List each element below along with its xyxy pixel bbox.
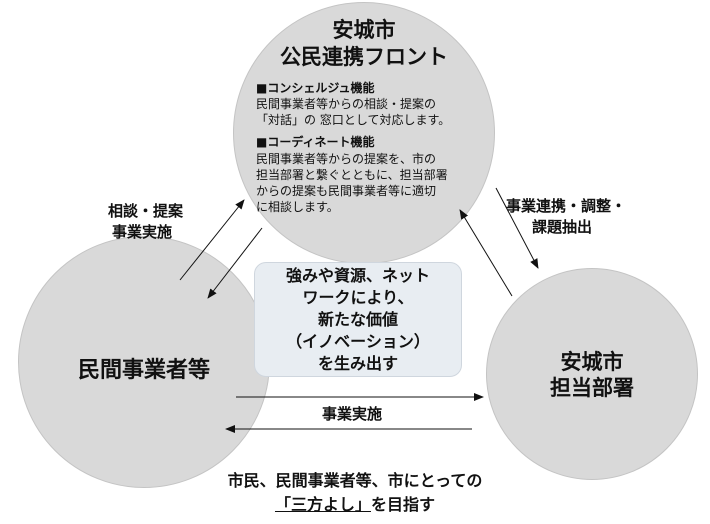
arrow-right-down: [495, 187, 539, 269]
goal-line1: 市民、民間事業者等、市にとっての: [227, 471, 483, 490]
goal-line2: 「三方よし」を目指す: [0, 491, 710, 515]
front-circle: [233, 2, 495, 264]
innovation-line: 新たな価値: [317, 310, 398, 329]
concierge-line: 「対話」の 窓口として対応します。: [256, 113, 451, 127]
department-circle: [486, 268, 698, 480]
innovation-line: ワークにより、: [302, 288, 414, 307]
arrow-left-up: [179, 199, 245, 281]
coordinate-line: からの提案も民間事業者等に適切: [256, 184, 437, 198]
edge-label-left-line2: 事業実施: [112, 223, 173, 241]
department-label-name: 担当部署: [550, 376, 634, 400]
coordinate-heading: ■コーディネート機能: [256, 135, 375, 149]
concierge-line: 民間事業者等からの相談・提案の: [256, 97, 437, 111]
innovation-line: （イノベーション）: [286, 332, 430, 351]
edge-label-left-line1: 相談・提案: [108, 202, 184, 220]
private-sector-circle: [18, 236, 270, 488]
goal-line2-rest: を目指す: [371, 495, 436, 514]
innovation-line: 強みや資源、ネット: [285, 266, 430, 285]
front-title-city: 安城市: [332, 18, 396, 42]
edge-label-right-line2: 課題抽出: [532, 218, 593, 236]
goal-sanpo-yoshi: 「三方よし」: [274, 495, 371, 514]
coordinate-line: に相談します。: [256, 200, 339, 214]
edge-label-bottom: 事業実施: [322, 405, 383, 423]
front-title-name: 公民連携フロント: [280, 45, 448, 69]
edge-label-right-line1: 事業連携・調整・: [506, 197, 627, 215]
coordinate-line: 担当部署と繋ぐとともに、担当部署: [256, 168, 448, 182]
innovation-box: [254, 262, 462, 377]
department-label-city: 安城市: [560, 350, 624, 374]
arrow-left-down: [207, 227, 263, 299]
coordinate-line: 民間事業者等からの提案を、市の: [256, 152, 437, 166]
private-sector-label: 民間事業者等: [77, 358, 210, 383]
arrow-right-up: [459, 209, 513, 297]
innovation-line: を生み出す: [317, 354, 398, 373]
concierge-heading: ■コンシェルジュ機能: [256, 81, 375, 95]
